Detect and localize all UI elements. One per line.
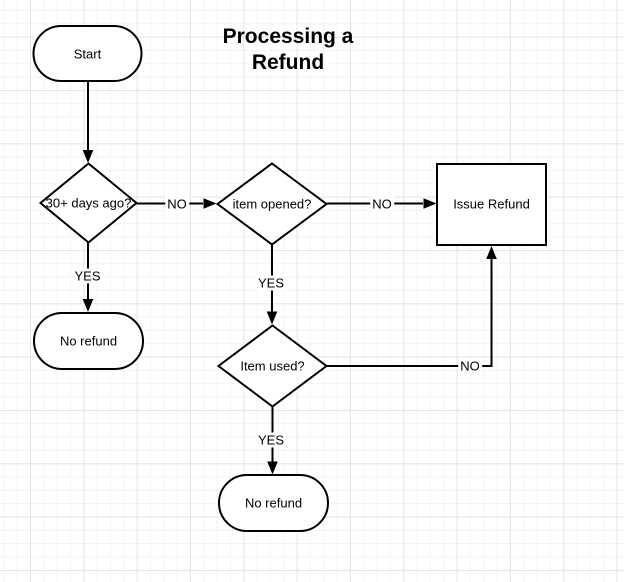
node-days30-decision[interactable] (38, 162, 139, 244)
node-start-label: Start (73, 46, 102, 61)
node-start-terminator[interactable] (32, 25, 143, 82)
arrowhead-right-icon (423, 198, 437, 209)
node-issuerefund-process[interactable] (436, 163, 547, 246)
node-itemused-decision[interactable] (216, 324, 329, 408)
diagram-title: Processing a Refund (222, 25, 354, 74)
node-itemopened-label: item opened? (232, 196, 312, 212)
node-itemused-label: Item used? (240, 358, 305, 374)
arrowhead-right-icon (203, 198, 217, 209)
edge-label-days30-yes: YES (72, 268, 103, 284)
arrowhead-down-icon (266, 311, 278, 325)
connector-itemused-to-issuerefund[interactable] (326, 259, 493, 367)
edge-label-itemopened-yes: YES (255, 275, 287, 291)
node-norefund-left-terminator[interactable] (33, 312, 144, 370)
edge-label-itemused-no: NO (458, 358, 482, 374)
node-issuerefund-label: Issue Refund (453, 196, 530, 212)
arrowhead-down-icon (267, 461, 278, 475)
node-norefund-bottom-label: No refund (244, 495, 303, 511)
arrowhead-up-icon (486, 246, 497, 259)
node-days30-label: 30+ days ago? (45, 195, 132, 211)
edge-label-days30-no: NO (165, 196, 189, 211)
node-norefund-left-label: No refund (59, 333, 118, 349)
edge-label-itemopened-no: NO (370, 196, 394, 211)
arrowhead-down-icon (82, 299, 94, 312)
node-itemopened-decision[interactable] (215, 162, 329, 246)
node-norefund-bottom-terminator[interactable] (218, 474, 329, 532)
edge-label-itemused-yes: YES (255, 432, 287, 448)
arrowhead-down-icon (82, 150, 94, 163)
